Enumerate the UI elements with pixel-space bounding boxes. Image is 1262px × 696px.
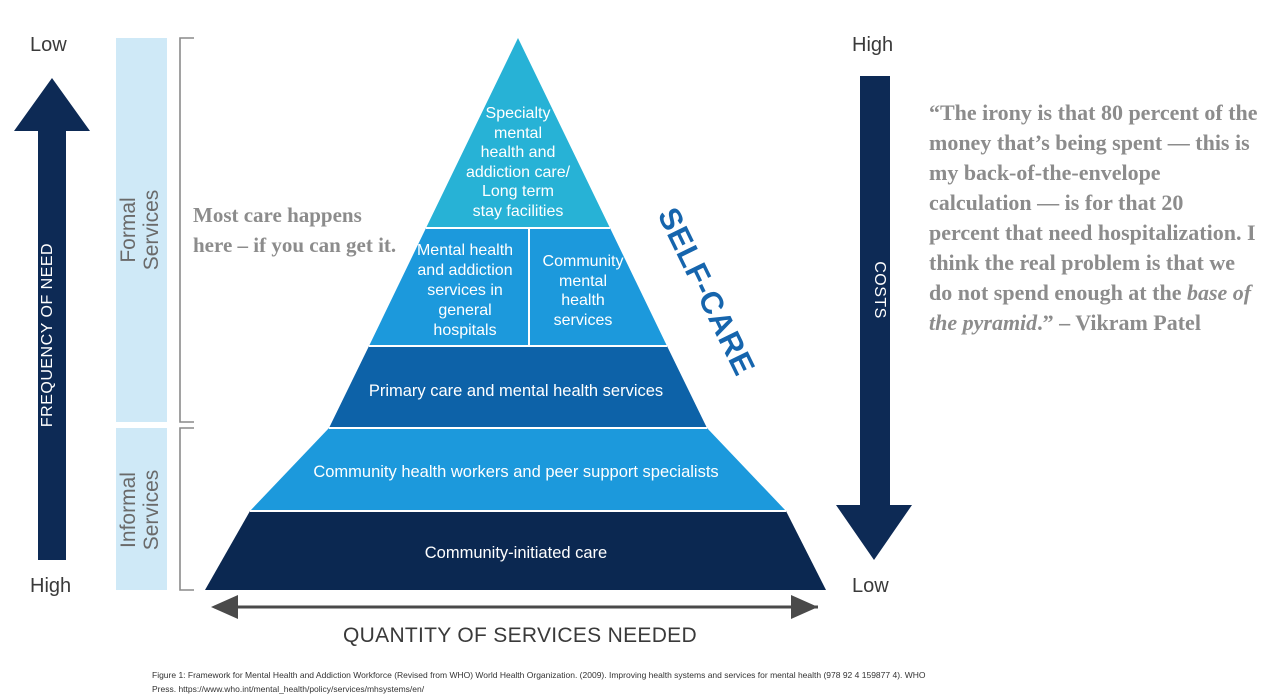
tier-specialty-line: mental — [494, 125, 542, 142]
right-bottom-label: Low — [852, 575, 889, 597]
informal-bracket — [179, 427, 194, 591]
tier-hospitals-line: general — [438, 302, 491, 319]
tier-community-mental-health-text: Community mental health services — [543, 253, 624, 329]
tier-hospitals-line: services in — [427, 282, 503, 299]
tier-community-mh-line: services — [554, 312, 613, 329]
tier-hospitals-line: hospitals — [433, 322, 496, 339]
tier-general-hospitals-text: Mental health and addiction services in … — [417, 242, 513, 339]
quote-text: “The irony is that 80 percent of the mon… — [929, 100, 1258, 305]
tier-specialty-line: Specialty — [486, 105, 551, 122]
left-top-label: Low — [30, 34, 67, 56]
quantity-axis-title: QUANTITY OF SERVICES NEEDED — [343, 624, 697, 647]
tier-specialty-line: Long term — [482, 183, 554, 200]
tier-specialty-line: health and — [481, 144, 556, 161]
tier-hospitals-line: and addiction — [417, 262, 512, 279]
costs-axis-title: COSTS — [871, 261, 888, 319]
tier-primary-care-text: Primary care and mental health services — [369, 382, 663, 400]
quote: “The irony is that 80 percent of the mon… — [929, 98, 1259, 338]
tier-specialty-line: addiction care/ — [466, 164, 571, 181]
tier-second — [369, 228, 667, 346]
tier-specialty — [426, 38, 610, 228]
tier-community-mh-line: Community — [543, 253, 624, 270]
tier-community-mh-line: health — [561, 292, 605, 309]
tier-community-initiated — [205, 511, 826, 590]
tier-specialty-text: Specialty mental health and addiction ca… — [466, 105, 571, 220]
tier-community-initiated-text: Community-initiated care — [425, 544, 607, 562]
quote-emphasis: base of the pyramid — [929, 280, 1252, 335]
tier-primary-care — [329, 346, 707, 428]
tier-community-workers — [250, 428, 786, 511]
care-note: Most care happens here – if you can get … — [193, 203, 397, 257]
informal-services-band — [116, 428, 167, 590]
right-top-label: High — [852, 34, 894, 56]
frequency-arrow: FREQUENCY OF NEED — [14, 78, 90, 560]
quote-attribution: .” – Vikram Patel — [1037, 310, 1201, 335]
frequency-axis-title: FREQUENCY OF NEED — [39, 243, 56, 427]
tier-specialty-line: stay facilities — [473, 203, 564, 220]
formal-services-band — [116, 38, 167, 422]
formal-bracket — [179, 37, 194, 423]
left-bottom-label: High — [30, 575, 72, 597]
figure-caption: Figure 1: Framework for Mental Health an… — [152, 670, 926, 694]
costs-arrow: COSTS — [836, 76, 912, 560]
pyramid — [205, 38, 826, 590]
tier-community-mh-line: mental — [559, 273, 607, 290]
tier-hospitals-line: Mental health — [417, 242, 513, 259]
tier-community-workers-text: Community health workers and peer suppor… — [313, 463, 718, 481]
